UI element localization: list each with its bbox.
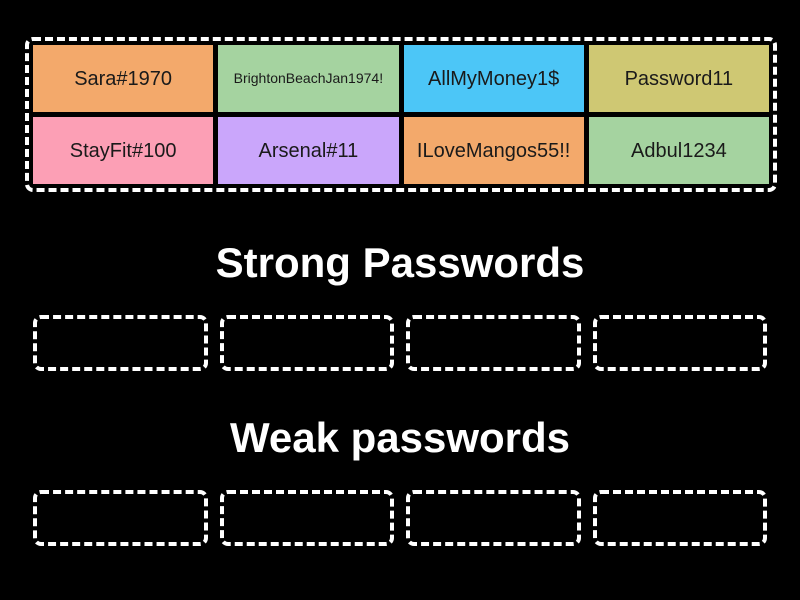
weak-passwords-heading: Weak passwords — [229, 414, 571, 461]
word-bank-row: Sara#1970 BrightonBeachJan1974! AllMyMon… — [33, 45, 769, 112]
password-tile[interactable]: AllMyMoney1$ — [403, 45, 584, 112]
strong-passwords-heading: Strong Passwords — [215, 239, 585, 286]
weak-dropzone[interactable] — [219, 490, 394, 546]
password-tile[interactable]: BrightonBeachJan1974! — [218, 45, 399, 112]
password-tile[interactable]: Arsenal#11 — [218, 117, 399, 184]
strong-passwords-dropzone-row — [33, 315, 767, 371]
word-bank-row: StayFit#100 Arsenal#11 ILoveMangos55!! A… — [33, 117, 769, 184]
strong-dropzone[interactable] — [406, 315, 581, 371]
password-tile[interactable]: Password11 — [588, 45, 769, 112]
password-tile[interactable]: Adbul1234 — [588, 117, 769, 184]
weak-dropzone[interactable] — [33, 490, 208, 546]
weak-dropzone[interactable] — [592, 490, 767, 546]
strong-dropzone[interactable] — [33, 315, 208, 371]
password-word-bank: Sara#1970 BrightonBeachJan1974! AllMyMon… — [25, 37, 777, 192]
password-tile[interactable]: ILoveMangos55!! — [403, 117, 584, 184]
password-tile[interactable]: StayFit#100 — [33, 117, 214, 184]
strong-dropzone[interactable] — [219, 315, 394, 371]
password-tile[interactable]: Sara#1970 — [33, 45, 214, 112]
strong-dropzone[interactable] — [592, 315, 767, 371]
weak-passwords-dropzone-row — [33, 490, 767, 546]
weak-dropzone[interactable] — [406, 490, 581, 546]
